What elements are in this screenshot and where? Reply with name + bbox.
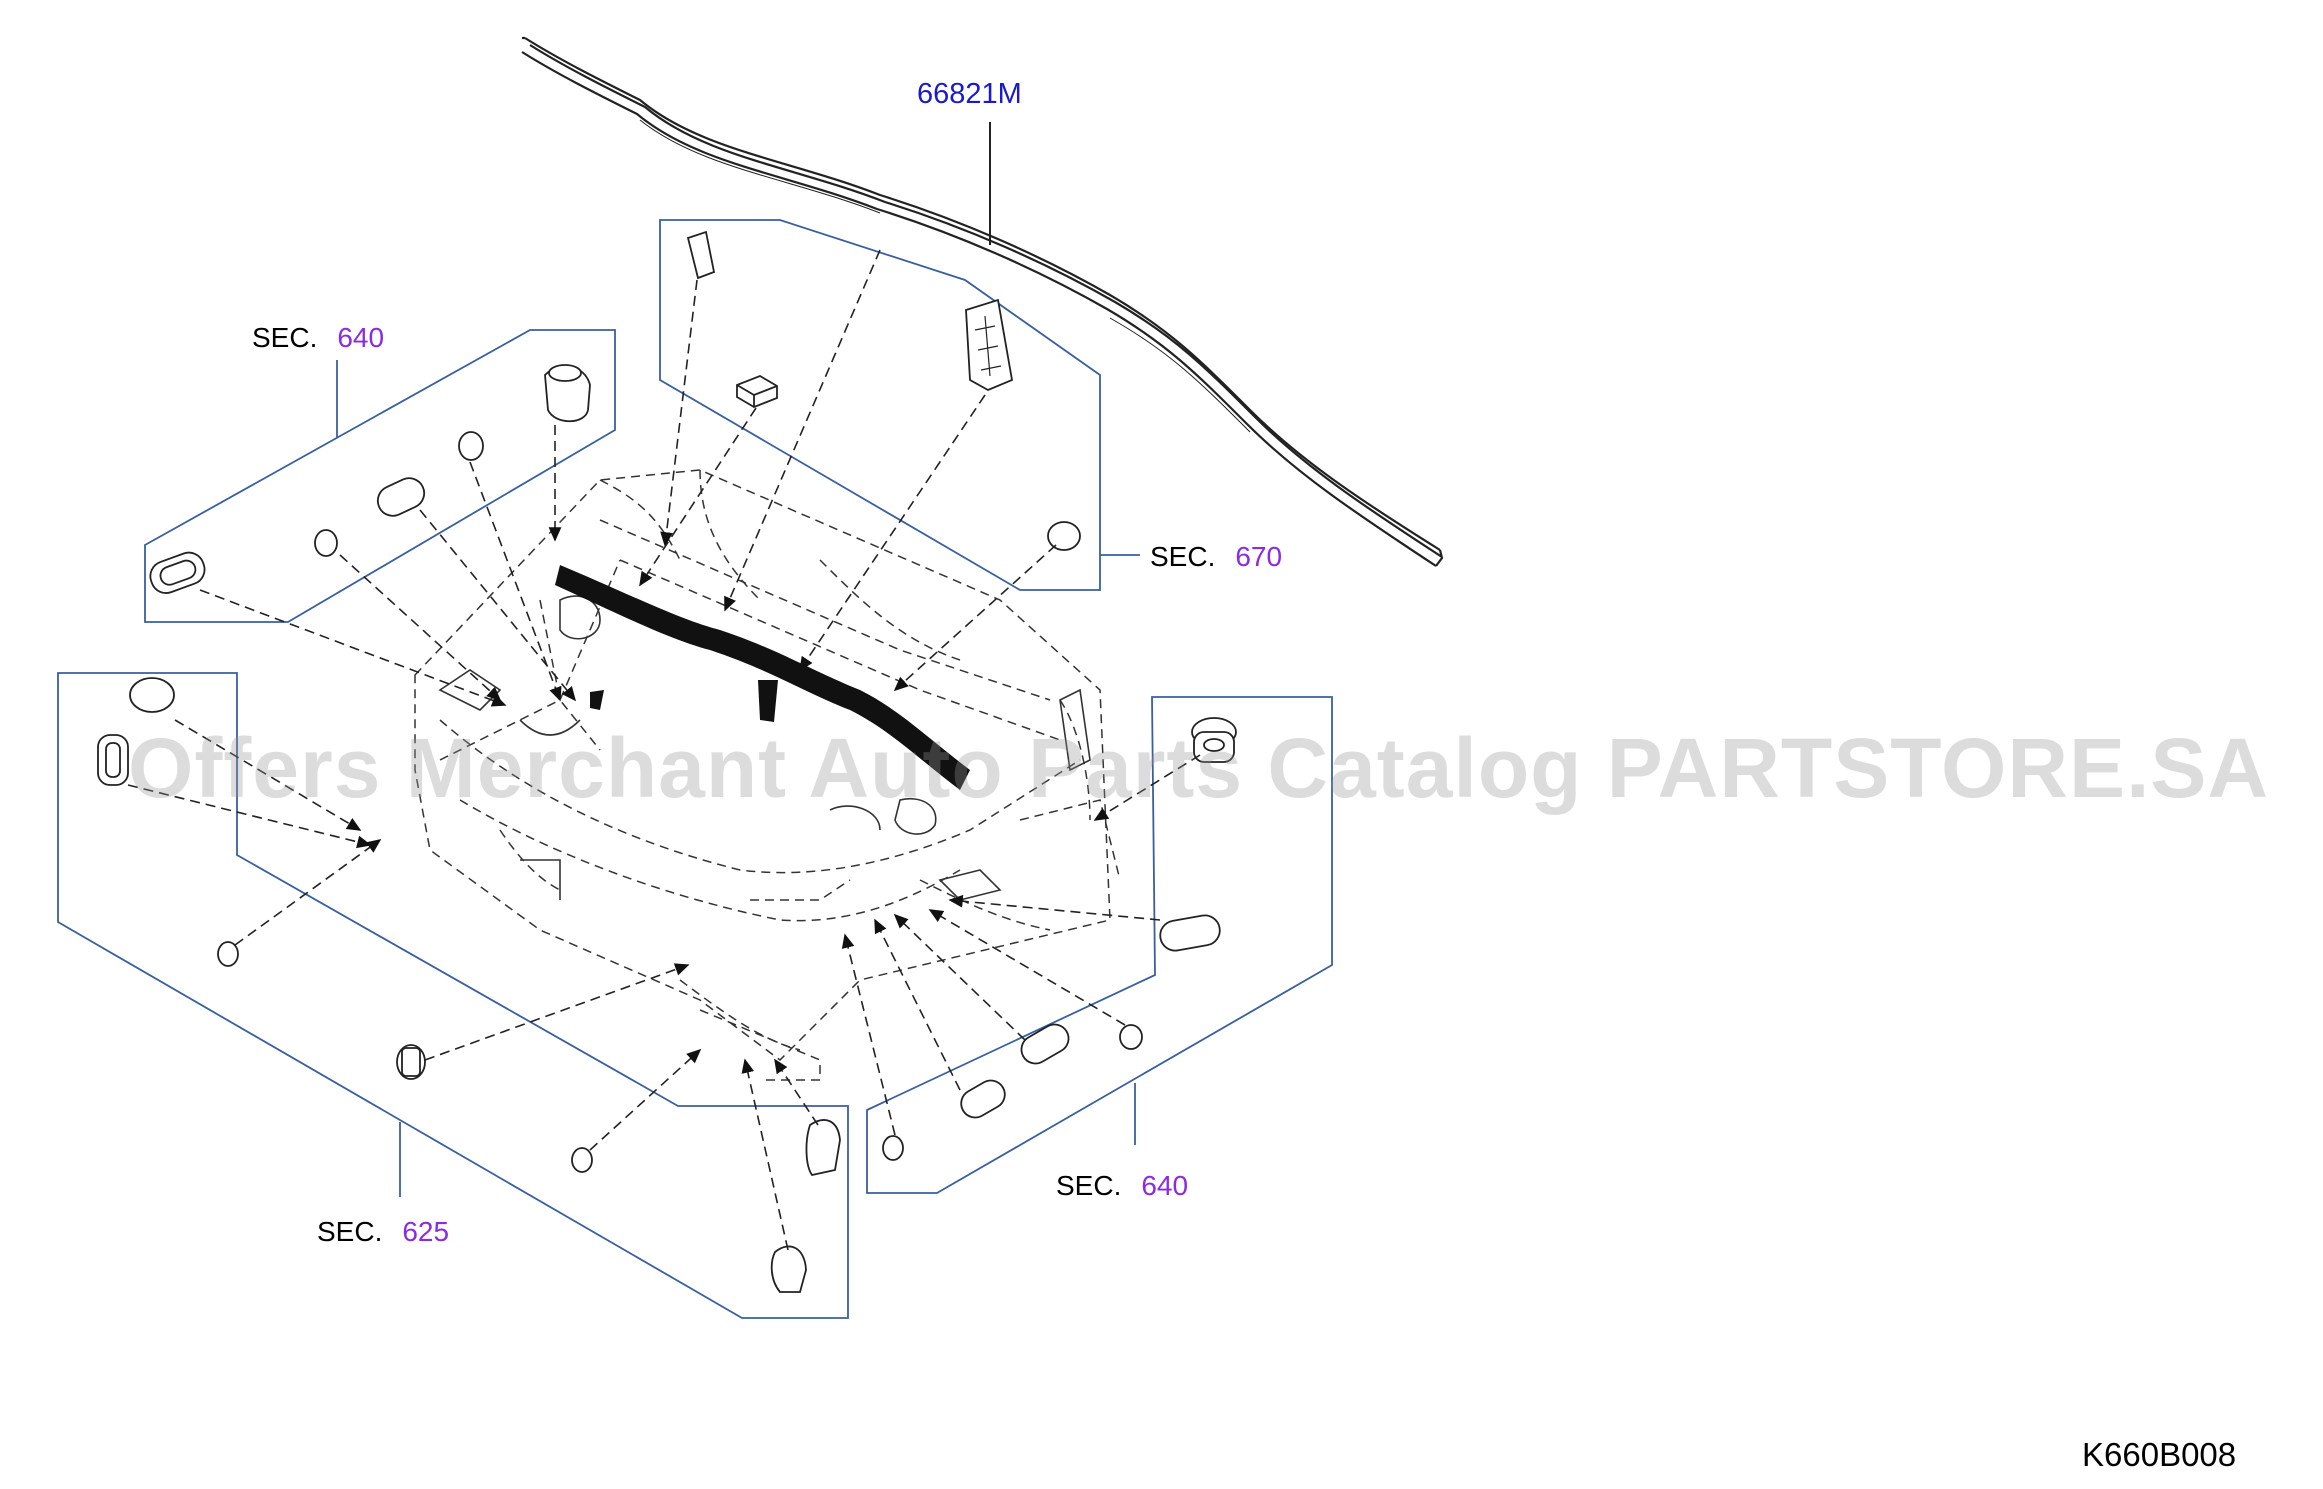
- section-label-670: SEC. 670: [1150, 543, 1282, 571]
- section-label-640-top: SEC. 640: [252, 324, 384, 352]
- section-number-link[interactable]: 640: [1141, 1170, 1189, 1201]
- leader-arrows: [127, 249, 1201, 1251]
- part-number-66821m[interactable]: 66821M: [917, 80, 1022, 109]
- body-structure-solid: [438, 595, 1091, 901]
- callout-boxes: [57, 219, 1333, 1319]
- section-word: SEC.: [1150, 541, 1216, 572]
- diagram-id: K660B008: [2082, 1438, 2236, 1471]
- seal-block-2: [590, 690, 604, 710]
- front-seal-black: [555, 565, 970, 790]
- section-label-640-bottom: SEC. 640: [1056, 1172, 1188, 1200]
- callout-box-sec-670: [659, 219, 1101, 591]
- part-number-text[interactable]: 66821M: [917, 78, 1022, 110]
- seal-block-1: [758, 680, 778, 722]
- section-word: SEC.: [252, 322, 318, 353]
- small-parts: [97, 230, 1237, 1293]
- callout-box-sec-640-bottom: [866, 696, 1333, 1194]
- diagram-id-text: K660B008: [2082, 1436, 2237, 1473]
- callout-box-sec-640-top: [144, 329, 616, 623]
- section-number-link[interactable]: 640: [337, 322, 385, 353]
- hood-seal-strip: [521, 36, 1444, 567]
- section-number-link[interactable]: 625: [402, 1216, 450, 1247]
- callout-box-sec-625: [57, 672, 849, 1319]
- section-label-625: SEC. 625: [317, 1218, 449, 1246]
- section-word: SEC.: [317, 1216, 383, 1247]
- section-word: SEC.: [1056, 1170, 1122, 1201]
- section-number-link[interactable]: 670: [1235, 541, 1283, 572]
- body-structure: [414, 469, 1121, 1081]
